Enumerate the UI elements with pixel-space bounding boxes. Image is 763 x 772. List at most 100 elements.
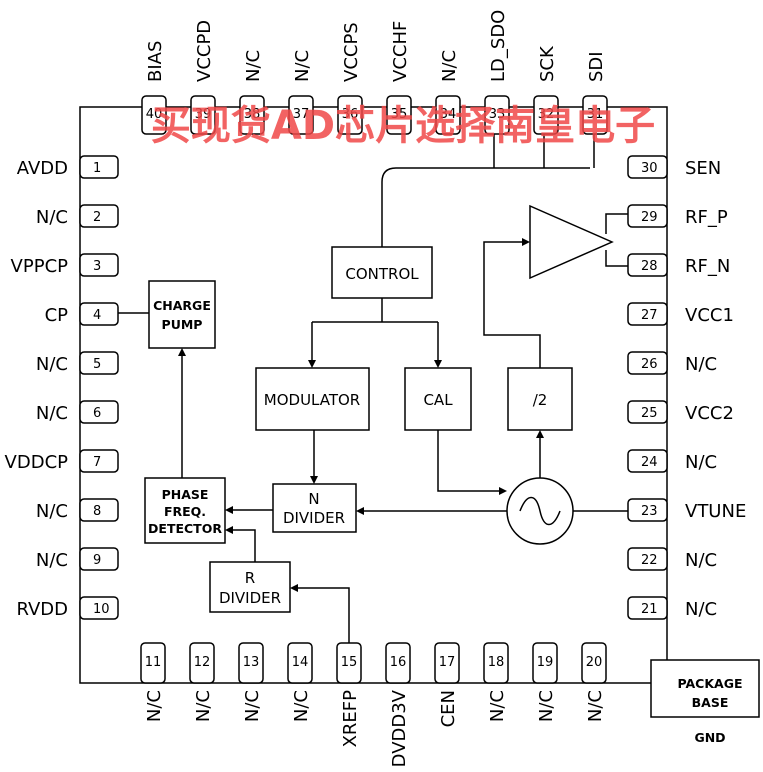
package-base-label-2: BASE: [692, 695, 729, 710]
pin-name: BIAS: [145, 41, 166, 82]
pin-number: 37: [293, 107, 310, 122]
pin-name: VCCPS: [341, 22, 362, 82]
pin-box-40: [141, 95, 167, 135]
pin-box-30: [627, 155, 668, 179]
pin-box-9: [79, 547, 119, 571]
divide-by-two-block: [507, 367, 573, 431]
pin-name: N/C: [243, 50, 264, 82]
chip-outline: [79, 106, 668, 684]
pin-name: RVDD: [16, 599, 68, 620]
pin-name: VCC2: [685, 403, 734, 424]
n-divider-label-1: N: [308, 490, 319, 508]
pin-number: 12: [194, 655, 211, 670]
pin-box-3: [79, 253, 119, 277]
pin-number: 38: [244, 107, 261, 122]
output-buffer-amplifier: [529, 204, 614, 280]
pin-box-31: [582, 95, 608, 135]
vco-sine-icon: [519, 496, 561, 526]
n-divider-block: [272, 483, 357, 533]
pin-box-13: [238, 642, 264, 684]
signal-wires: [118, 134, 628, 643]
pin-box-26: [627, 351, 668, 375]
pin-number: 13: [243, 655, 260, 670]
pin-name: N/C: [144, 690, 165, 722]
pin-box-18: [483, 642, 509, 684]
pin-name: N/C: [193, 690, 214, 722]
pin-number: 6: [93, 406, 101, 421]
pin-name: DVDD3V: [389, 689, 410, 767]
r-divider-block: [209, 561, 291, 613]
pin-name: N/C: [36, 550, 68, 571]
pin-name: N/C: [685, 452, 717, 473]
pin-number: 36: [342, 107, 359, 122]
pin-number: 25: [641, 406, 658, 421]
pin-name: XREFP: [340, 690, 361, 748]
pin-box-23: [627, 498, 668, 522]
pin-number: 22: [641, 553, 658, 568]
phase-detector-label-1: PHASE: [162, 487, 209, 502]
pin-number: 26: [641, 357, 658, 372]
pin-name: N/C: [36, 501, 68, 522]
pin-number: 14: [292, 655, 309, 670]
charge-pump-label-2: PUMP: [162, 317, 203, 332]
pin-box-34: [435, 95, 461, 135]
pin-box-2: [79, 204, 119, 228]
pin-number: 3: [93, 259, 101, 274]
pin-box-20: [581, 642, 607, 684]
charge-pump-block: [148, 280, 216, 349]
pin-box-38: [239, 95, 265, 135]
pin-box-11: [140, 642, 166, 684]
pin-name: AVDD: [17, 158, 68, 179]
pin-box-5: [79, 351, 119, 375]
pin-name: SEN: [685, 158, 721, 179]
pin-name: CEN: [438, 690, 459, 727]
pin-name: N/C: [291, 690, 312, 722]
pin-box-4: [79, 302, 119, 326]
pin-number: 28: [641, 259, 658, 274]
n-divider-label-2: DIVIDER: [283, 509, 345, 527]
pin-box-10: [79, 596, 119, 620]
pin-number: 4: [93, 308, 101, 323]
pin-number: 7: [93, 455, 101, 470]
pin-box-21: [627, 596, 668, 620]
arrowheads: [178, 238, 544, 592]
pin-number: 27: [641, 308, 658, 323]
pin-name: VCCHF: [390, 21, 411, 82]
pin-number: 29: [641, 210, 658, 225]
pin-name: RF_N: [685, 256, 730, 277]
pin-number: 33: [489, 107, 506, 122]
pin-name: VDDCP: [5, 452, 69, 473]
pin-number: 1: [93, 161, 101, 176]
pin-name: N/C: [292, 50, 313, 82]
pin-box-25: [627, 400, 668, 424]
pin-name: VCCPD: [194, 20, 215, 82]
pin-number: 32: [538, 107, 555, 122]
pin-box-6: [79, 400, 119, 424]
pin-number: 21: [641, 602, 658, 617]
pin-name: VPPCP: [11, 256, 69, 277]
pin-number: 39: [195, 107, 212, 122]
r-divider-label-1: R: [245, 569, 255, 587]
pin-name: N/C: [487, 690, 508, 722]
pin-box-28: [627, 253, 668, 277]
pin-name: N/C: [685, 354, 717, 375]
pin-box-35: [386, 95, 412, 135]
pin-number: 31: [587, 107, 604, 122]
pin-number: 10: [93, 602, 110, 617]
pin-number: 9: [93, 553, 101, 568]
modulator-label: MODULATOR: [264, 391, 360, 409]
pin-name: VTUNE: [685, 501, 746, 522]
pin-name: N/C: [685, 599, 717, 620]
pin-box-33: [484, 95, 510, 135]
watermark-text: 买现货AD芯片选择南皇电子: [151, 103, 655, 149]
pin-box-22: [627, 547, 668, 571]
left-pin-group: 1AVDD2N/C3VPPCP4CP5N/C6N/C7VDDCP8N/C9N/C…: [5, 155, 119, 620]
pin-box-17: [434, 642, 460, 684]
pin-box-12: [189, 642, 215, 684]
pin-number: 2: [93, 210, 101, 225]
pin-name: N/C: [536, 690, 557, 722]
pin-box-37: [288, 95, 314, 135]
cal-block: [404, 367, 472, 431]
